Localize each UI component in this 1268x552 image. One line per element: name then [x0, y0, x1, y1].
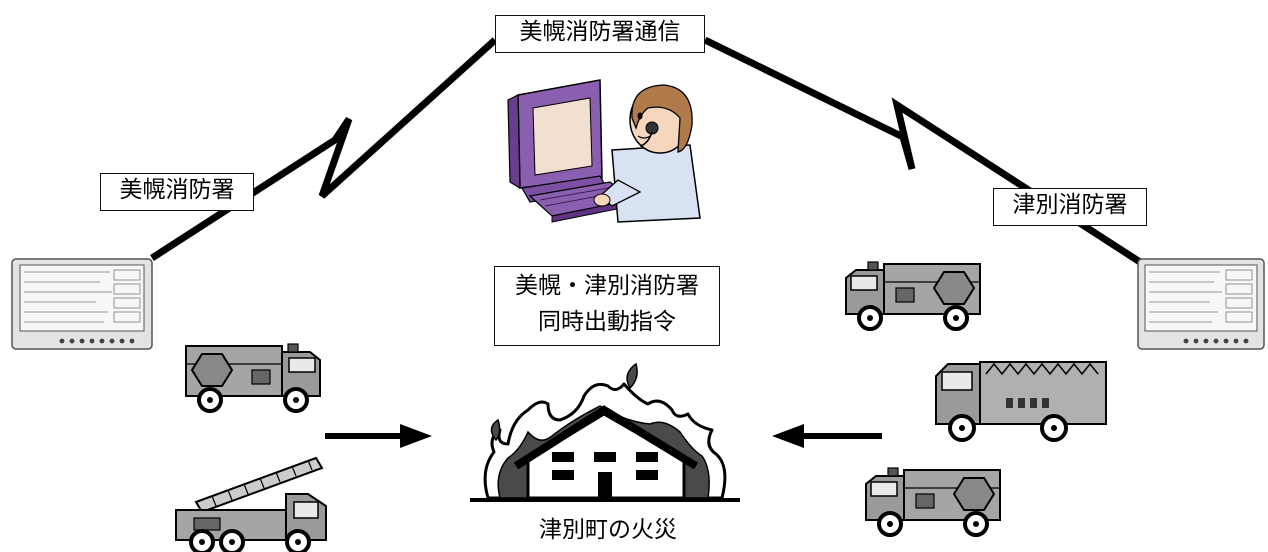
ladder-truck-icon	[175, 456, 327, 552]
fire-location-text: 津別町の火災	[539, 517, 677, 543]
right-station-label: 津別消防署	[993, 188, 1147, 226]
dispatch-order-label: 美幌・津別消防署 同時出動指令	[494, 266, 720, 346]
operator-person-icon	[593, 84, 701, 223]
left-comm-line	[150, 37, 498, 261]
left-station-label: 美幌消防署	[100, 173, 254, 211]
center-station-text: 美幌消防署通信	[519, 19, 681, 45]
dispatch-order-line2: 同時出動指令	[538, 308, 676, 335]
pump-truck-icon	[935, 361, 1107, 442]
left-station-text: 美幌消防署	[119, 177, 235, 203]
center-station-label: 美幌消防署通信	[495, 15, 705, 53]
arrow-icon	[325, 424, 432, 448]
arrow-icon	[772, 424, 882, 448]
right-comm-line	[703, 36, 1142, 265]
fire-location-label: 津別町の火災	[526, 510, 690, 544]
right-station-text: 津別消防署	[1012, 192, 1128, 218]
dispatch-order-line1: 美幌・津別消防署	[515, 273, 699, 299]
